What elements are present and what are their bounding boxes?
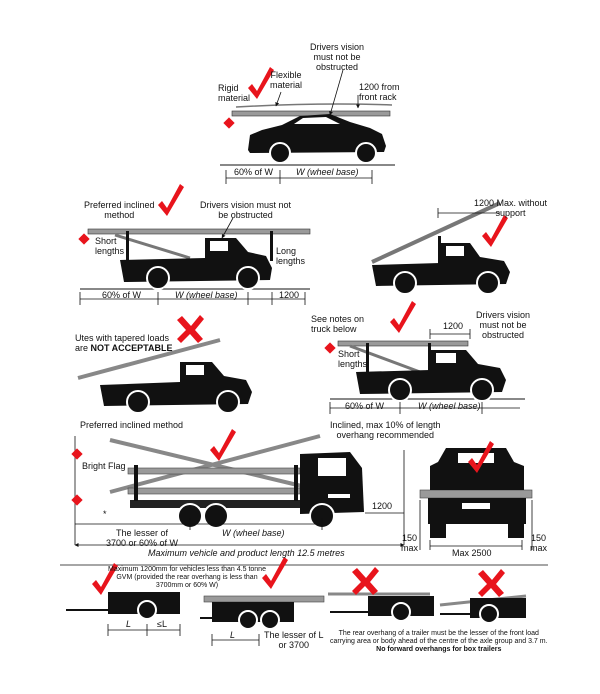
truck-check-icon [210, 429, 236, 461]
truck-max-length-label: Maximum vehicle and product length 12.5 … [148, 548, 345, 558]
truck-inclined-label: Inclined, max 10% of length overhang rec… [330, 420, 441, 440]
car-front-rack-label: 1200 from front rack [359, 82, 400, 102]
car-flex-pointer [275, 91, 282, 107]
ute1-rack-load [87, 228, 311, 235]
ute4-check-icon [390, 301, 416, 333]
ute-rack-diagram [371, 201, 510, 295]
ute-preferred-diagram [78, 184, 311, 305]
ute4-see-notes-label: See notes on truck below [311, 314, 365, 334]
ute-tapered-diagram [77, 315, 252, 414]
car-flexible-load [235, 103, 393, 108]
ute1-vision-label: Drivers vision must not be obstructed [200, 200, 292, 220]
truck-bright-flag [71, 448, 83, 460]
car-rigid-label: Rigid material [218, 83, 251, 103]
car-wheel-rear [269, 142, 291, 164]
ute1-wheel-front [236, 266, 260, 290]
rear-width-label: Max 2500 [452, 548, 492, 558]
trailer2-l-label: L [230, 630, 236, 640]
ute1-preferred-label: Preferred inclined method [84, 200, 155, 220]
ute4-sixty-w-label: 60% of W [345, 401, 385, 411]
ute3-cross-icon [177, 315, 204, 343]
trailer-bottom-note: The rear overhang of a trailer must be t… [330, 630, 548, 653]
trailer2-load [203, 595, 325, 603]
trailer1-l-label: L [126, 619, 132, 629]
ute1-short-lengths-label: Short lengths [95, 236, 125, 256]
car-flag [223, 117, 235, 129]
car-wheelbase-label: W (wheel base) [296, 167, 359, 177]
car-window [294, 117, 340, 124]
ute1-sixty-w-label: 60% of W [102, 290, 142, 300]
ute1-long-lengths-label: Long lengths [276, 246, 306, 266]
rear-left-label: 150 max [401, 533, 419, 553]
trailer2-lesser-label: The lesser of L or 3700 [264, 630, 324, 650]
truck-front-label: 1200 [372, 501, 393, 511]
rear-right-label: 150 max [530, 533, 548, 553]
trailer1-le-l-label: ≤L [157, 619, 167, 629]
truck-wheelbase-label: W (wheel base) [222, 528, 285, 538]
ute-short-lengths-diagram [324, 301, 525, 414]
truck-bright-flag-label: Bright Flag [82, 461, 126, 471]
truck-diagram [71, 429, 405, 547]
trailer3-cross-icon [352, 567, 379, 595]
ute4-dim-label: 1200 [443, 321, 464, 331]
trailer4-cross-icon [478, 569, 505, 597]
ute3-tapered-load [77, 338, 221, 380]
rear-view-diagram [419, 441, 533, 550]
car-rigid-load [231, 110, 391, 117]
truck-preferred-label: Preferred inclined method [80, 420, 184, 430]
car-sixty-w-label: 60% of W [234, 167, 274, 177]
ute1-wheelbase-label: W (wheel base) [175, 290, 238, 300]
car-wheel-front [355, 142, 377, 164]
car-flexible-label: Flexible material [270, 70, 303, 90]
truck-lesser-label: The lesser of 3700 or 60% of W [106, 528, 179, 548]
truck-cab [300, 452, 364, 514]
ute2-max-label: 1200 Max. without support [474, 198, 548, 218]
ute2-check-icon [482, 215, 508, 247]
ute4-short-lengths-label: Short lengths [338, 349, 368, 369]
ute1-flag [78, 233, 90, 245]
ute4-vision-label: Drivers vision must not be obstructed [476, 310, 531, 340]
ute4-wheelbase-label: W (wheel base) [418, 401, 481, 411]
trailers-diagram [60, 557, 548, 646]
truck-inclined-load-b [109, 434, 321, 494]
rear-load [419, 489, 533, 499]
ute3-warning-label: Utes with tapered loads are NOT ACCEPTAB… [75, 333, 173, 353]
truck-star-label: * [103, 509, 107, 519]
trailer-top-note: Maximum 1200mm for vehicles less than 4.… [108, 566, 266, 589]
ute1-wheel-rear [146, 266, 170, 290]
rear-bumper [428, 498, 526, 524]
ute1-front-label: 1200 [279, 290, 300, 300]
car-vision-pointer [329, 69, 344, 116]
ute1-check-icon [158, 184, 184, 216]
car-vision-label: Drivers vision must not be obstructed [310, 42, 365, 72]
